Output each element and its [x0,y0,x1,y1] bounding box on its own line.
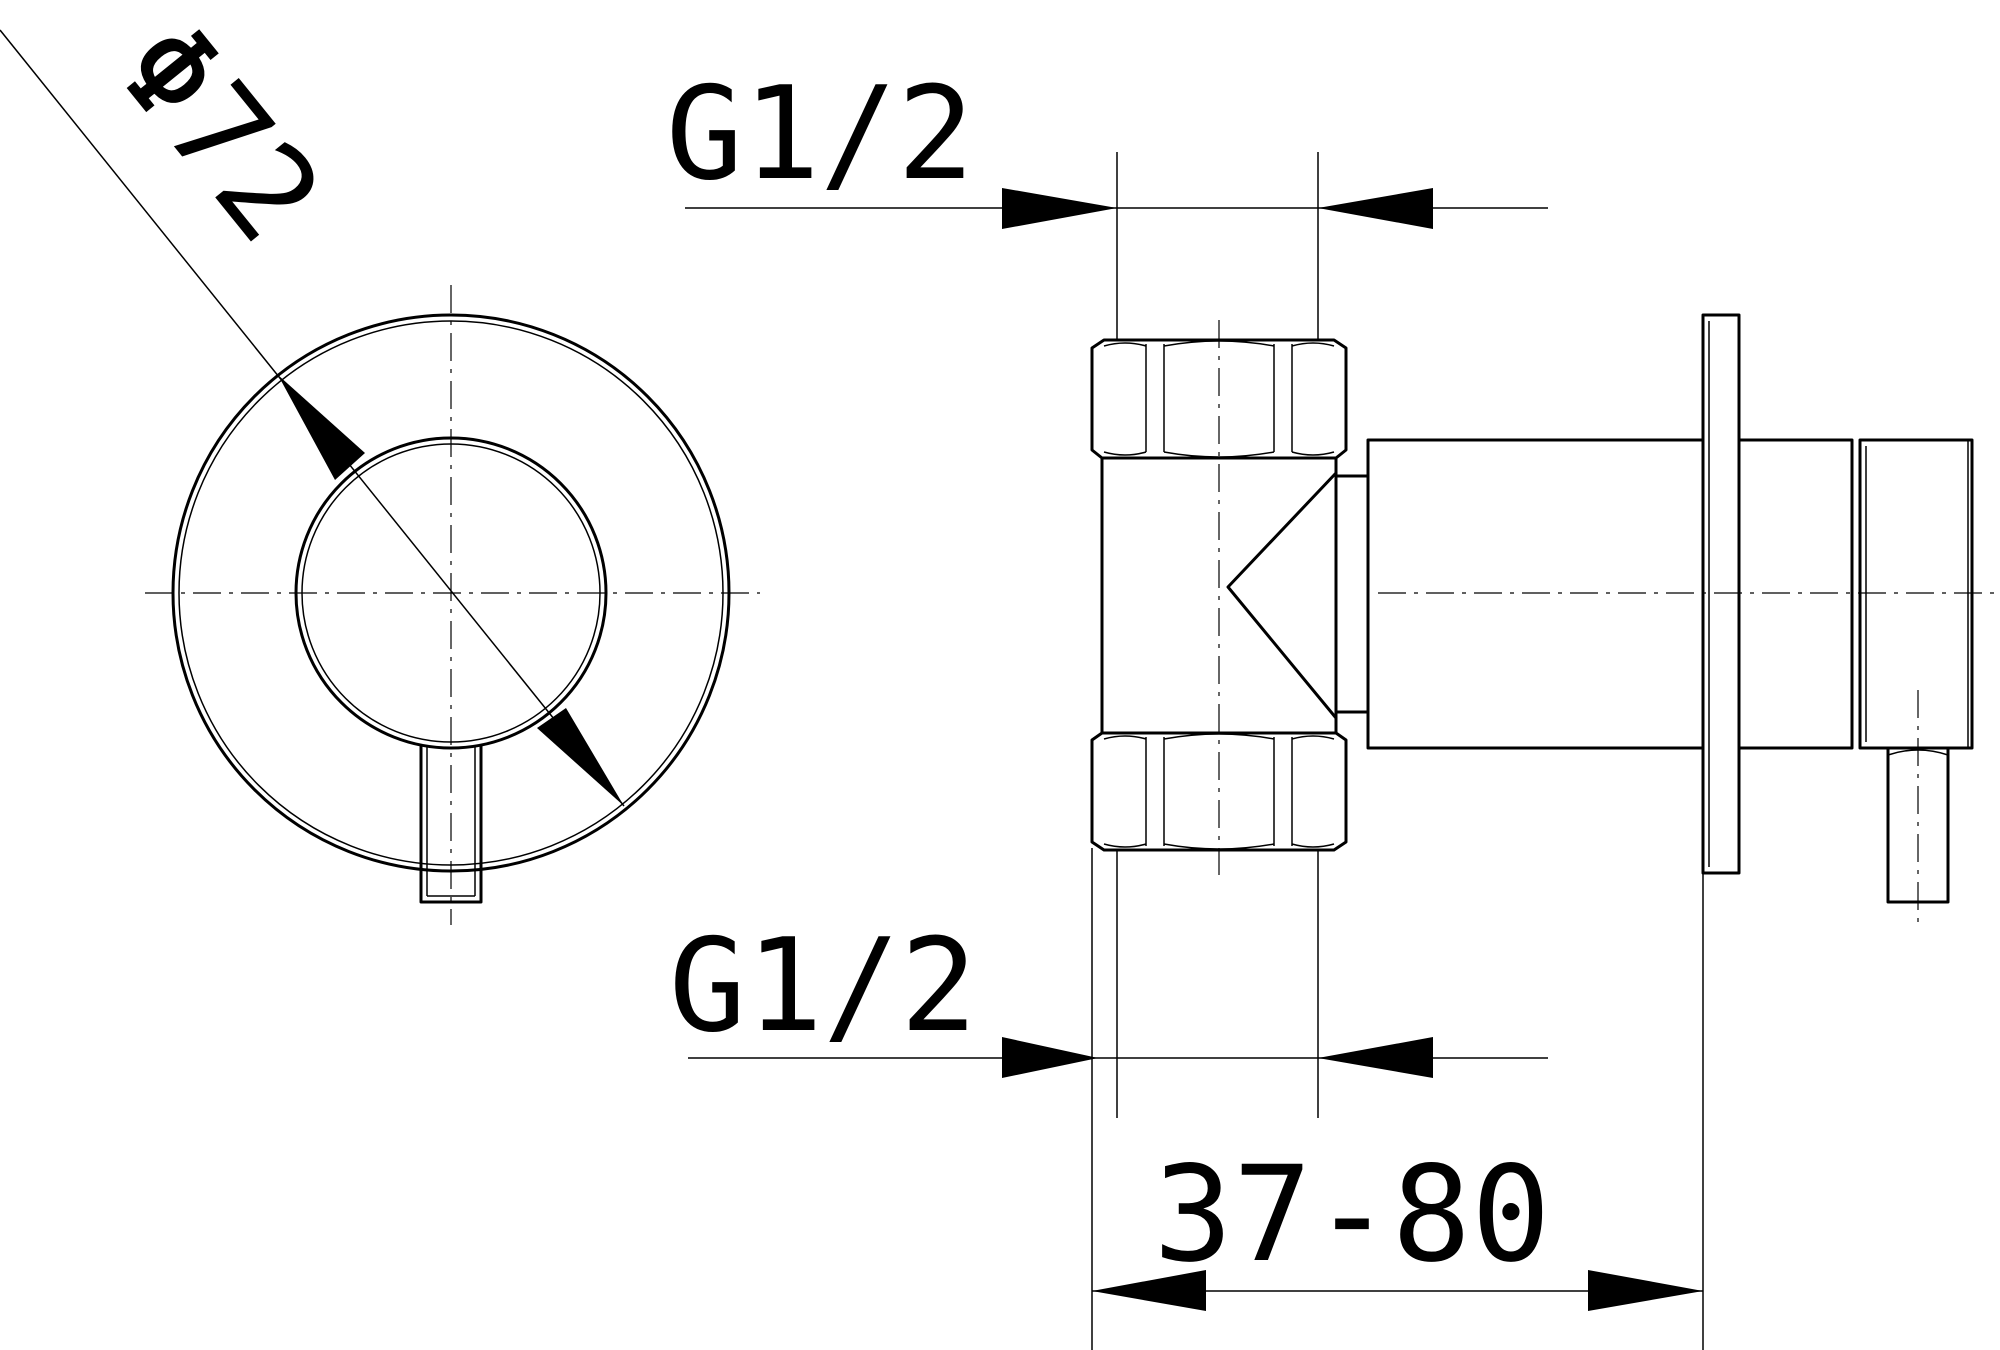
spindle-neck [1334,474,1370,714]
handle-lever-side [1886,746,1950,904]
thread-lower-label: G1/2 [669,912,977,1061]
thread-dimension-lower: G1/2 [669,850,1548,1118]
handle-hub-ring [1737,438,1854,750]
thread-dimension-upper: G1/2 [666,60,1548,340]
hex-nut-lower [1090,731,1348,852]
cover-rosette-outer [171,313,731,873]
spindle-housing [1334,438,1705,750]
diameter-arrow-lower [537,708,624,806]
thread-upper-arrow-left [1002,188,1117,229]
side-view: G1/2 G1/2 37-80 [666,60,2000,1350]
wall-depth-label: 37-80 [1153,1138,1550,1292]
handle-side [1737,438,1974,904]
hex-nut-upper-chamfer-top [1103,340,1335,347]
hex-nut-upper-outline [1090,338,1348,460]
thread-lower-arrow-left [1002,1037,1098,1078]
hex-nut-lower-outline [1090,731,1348,852]
hex-nut-lower-chamfer-bottom [1103,843,1335,850]
wall-depth-arrow-right [1588,1270,1703,1311]
hex-nut-lower-chamfer-top [1103,733,1335,740]
handle-lever-front [419,744,483,904]
thread-lower-arrow-right [1318,1037,1433,1078]
valve-body [1100,456,1338,735]
thread-upper-arrow-right [1318,188,1433,229]
diameter-arrow-upper [278,375,365,480]
spindle-housing-body [1366,438,1705,750]
front-view: Φ72 [0,0,760,925]
diameter-label: Φ72 [88,0,349,269]
thread-upper-label: G1/2 [666,60,974,209]
cover-rosette-inner-edge [178,320,724,866]
handle-hub-inner-edge [301,443,601,743]
handle-hub-side [1858,438,1974,750]
hex-nut-upper [1090,338,1348,460]
handle-lever-side-curve [1887,749,1949,756]
wall-depth-arrow-left [1092,1270,1206,1311]
wall-depth-dimension: 37-80 [1091,848,1704,1350]
hex-nut-upper-chamfer-bottom [1103,451,1335,458]
handle-hub-outer [294,436,608,750]
valve-seat-cone [1226,471,1338,720]
